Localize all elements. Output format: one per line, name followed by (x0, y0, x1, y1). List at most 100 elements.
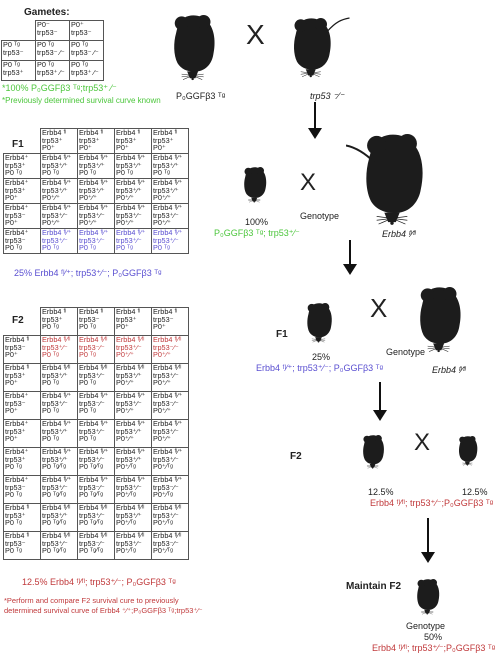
punnett-cell: Erbb4 ᶠˡ⁄ᶠˡ trp53⁺⁄⁻ P0⁺⁄ᵀᵍ (114, 531, 152, 560)
punnett-cell: Erbb4 ᶠˡ trp53⁻ P0 ᵀᵍ (3, 531, 41, 560)
punnett-cell: Erbb4 ᶠˡ⁄⁺ trp53⁺⁄⁺ P0⁺⁄⁺ (114, 178, 152, 204)
down-arrow-icon (343, 240, 357, 275)
gametes-result: *100% P₀GGFβ3 ᵀᵍ;trp53⁺ ⁄⁻ (2, 83, 117, 93)
cross-symbol-1: X (246, 19, 265, 50)
punnett-cell: Erbb4 ᶠˡ trp53⁺ P0⁺ (3, 363, 41, 392)
punnett-cell: Erbb4 ᶠˡ⁄ᶠˡ trp53⁺⁄⁺ P0⁺⁄ᵀᵍ (114, 503, 152, 532)
punnett-cell: Erbb4 ᶠˡ⁄ᶠˡ trp53⁻⁄⁻ P0 ᵀᵍ (77, 335, 115, 364)
punnett-cell: Erbb4 ᶠˡ⁄⁺ trp53⁺⁄⁻ P0⁺⁄⁺ (114, 391, 152, 420)
cross-symbol-4: X (414, 429, 431, 456)
f2-right-mouse-icon (458, 435, 478, 466)
f1-punnett-grid: Erbb4 ᶠˡ trp53⁺ P0⁺Erbb4 ᶠˡ trp53⁺ P0⁺Er… (3, 128, 189, 254)
f1-selected-mouse-icon (307, 302, 333, 343)
f2-left-percent: 12.5% (368, 487, 394, 497)
punnett-cell: Erbb4 ᶠˡ⁄⁺ trp53⁺⁄⁺ P0 ᵀᵍ (151, 153, 189, 179)
punnett-cell: Erbb4 ᶠˡ trp53⁺ P0 ᵀᵍ (3, 503, 41, 532)
gametes-punnett-grid: P0⁻ trp53⁻P0⁺ trp53⁻P0 ᵀᵍ trp53⁻P0 ᵀᵍ tr… (1, 20, 104, 81)
punnett-cell: P0 ᵀᵍ trp53⁺ ⁄⁻ (35, 60, 70, 81)
punnett-cell: P0 ᵀᵍ trp53⁺ (1, 60, 36, 81)
punnett-cell: Erbb4 ᶠˡ⁄⁺ trp53⁺⁄⁺ P0⁺⁄⁺ (114, 419, 152, 448)
punnett-cell: Erbb4 ᶠˡ trp53⁺ P0 ᵀᵍ (40, 307, 78, 336)
punnett-cell: Erbb4 ᶠˡ trp53⁺ P0⁺ (77, 128, 115, 154)
erbb4-flfl-label-1: Erbb4 ᶠˡ⁄ᶠˡ (382, 229, 416, 239)
cross-symbol-3: X (370, 293, 388, 323)
punnett-cell: Erbb4 ᶠˡ⁄⁺ trp53⁺⁄⁻ P0⁺⁄ᵀᵍ (114, 475, 152, 504)
punnett-cell: Erbb4 ᶠˡ⁄⁺ trp53⁺⁄⁻ P0 ᵀᵍ (114, 228, 152, 254)
punnett-cell: Erbb4 ᶠˡ trp53⁺ P0⁺ (40, 128, 78, 154)
punnett-cell: Erbb4 ᶠˡ⁄ᶠˡ trp53⁺⁄⁻ P0 ᵀᵍ⁄ᵀᵍ (77, 503, 115, 532)
punnett-cell: Erbb4 ᶠˡ⁄⁺ trp53⁺⁄⁻ P0 ᵀᵍ (40, 228, 78, 254)
punnett-cell: Erbb4⁺ trp53⁺ P0 ᵀᵍ (3, 153, 41, 179)
punnett-cell: Erbb4 ᶠˡ⁄⁺ trp53⁻⁄⁻ P0 ᵀᵍ (77, 391, 115, 420)
p0-transgenic-mouse-icon (173, 14, 215, 81)
trp53-null-mouse-icon (293, 17, 351, 78)
punnett-cell: Erbb4 ᶠˡ⁄⁺ trp53⁺⁄⁺ P0 ᵀᵍ (77, 153, 115, 179)
punnett-cell: Erbb4 ᶠˡ⁄⁺ trp53⁺⁄⁺ P0 ᵀᵍ (114, 153, 152, 179)
punnett-cell: Erbb4 ᶠˡ⁄⁺ trp53⁺⁄⁻ P0⁺⁄⁺ (77, 203, 115, 229)
erbb4-flfl-mouse-icon-1 (346, 133, 424, 226)
punnett-cell: Erbb4 ᶠˡ trp53⁺ P0⁺ (151, 128, 189, 154)
f2-result: 12.5% Erbb4 ᶠˡ⁄ᶠˡ; trp53⁺⁄⁻; P₀GGFβ3 ᵀᵍ (22, 577, 176, 587)
f1-grid-label: F1 (12, 139, 24, 150)
punnett-row: Erbb4⁺ trp53⁺ P0⁺Erbb4 ᶠˡ⁄⁺ trp53⁺⁄⁺ P0 … (3, 419, 189, 448)
f1b-percent: 25% (312, 352, 331, 362)
punnett-cell: Erbb4 ᶠˡ⁄⁺ trp53⁺⁄⁺ P0 ᵀᵍ (40, 419, 78, 448)
punnett-cell: Erbb4 ᶠˡ⁄ᶠˡ trp53⁺⁄⁺ P0 ᵀᵍ⁄ᵀᵍ (40, 503, 78, 532)
f1-result: 25% Erbb4 ᶠˡ⁄⁺; trp53⁺⁄⁻; P₀GGFβ3 ᵀᵍ (14, 268, 162, 278)
punnett-cell: Erbb4 ᶠˡ⁄ᶠˡ trp53⁺⁄⁻ P0⁺⁄⁺ (114, 335, 152, 364)
punnett-cell: Erbb4 ᶠˡ⁄ᶠˡ trp53⁺⁄⁻ P0 ᵀᵍ (77, 363, 115, 392)
f2-note-line1: *Perform and compare F2 survival cure to… (4, 596, 179, 605)
punnett-cell: Erbb4 ᶠˡ⁄⁺ trp53⁺⁄⁻ P0⁺⁄⁺ (40, 203, 78, 229)
punnett-cell: Erbb4 ᶠˡ⁄ᶠˡ trp53⁺⁄⁻ P0 ᵀᵍ⁄ᵀᵍ (40, 531, 78, 560)
punnett-row: Erbb4⁺ trp53⁺ P0⁺Erbb4 ᶠˡ⁄⁺ trp53⁺⁄⁺ P0⁺… (3, 178, 189, 204)
down-arrow-icon (308, 102, 322, 139)
punnett-cell: Erbb4 ᶠˡ⁄⁺ trp53⁻⁄⁻ P0⁺⁄⁺ (151, 391, 189, 420)
punnett-cell: Erbb4 ᶠˡ trp53⁻ P0⁺ (151, 307, 189, 336)
punnett-row: Erbb4⁺ trp53⁺ P0 ᵀᵍ Erbb4 ᶠˡ⁄⁺ trp53⁺⁄⁺ P… (3, 153, 189, 179)
maintain-f2-label: Maintain F2 (346, 581, 402, 592)
punnett-cell: Erbb4 ᶠˡ⁄⁺ trp53⁺⁄⁻ P0 ᵀᵍ⁄ᵀᵍ (40, 475, 78, 504)
punnett-row: Erbb4⁺ trp53⁻ P0⁺Erbb4 ᶠˡ⁄⁺ trp53⁺⁄⁻ P0⁺… (3, 203, 189, 229)
f2-genotype: Erbb4 ᶠˡ⁄ᶠˡ; trp53⁺⁄⁻;P₀GGFβ3 ᵀᵍ (370, 498, 494, 508)
f2-note-line2: determined survival curve of Erbb4 ⁺⁄⁺;P… (4, 606, 203, 615)
punnett-row: Erbb4⁺ trp53⁻ P0⁺Erbb4 ᶠˡ⁄⁺ trp53⁺⁄⁻ P0 … (3, 391, 189, 420)
down-arrow-icon (421, 518, 435, 563)
punnett-cell: Erbb4 ᶠˡ trp53⁺ P0⁺ (114, 307, 152, 336)
punnett-cell: Erbb4 ᶠˡ⁄⁺ trp53⁺⁄⁺ P0⁺⁄⁺ (151, 178, 189, 204)
punnett-row: Erbb4 ᶠˡ trp53⁺ P0⁺Erbb4 ᶠˡ⁄ᶠˡ trp53⁺⁄⁺ … (3, 363, 189, 392)
f1b-genotype: Erbb4 ᶠˡ⁄⁺; trp53⁺⁄⁻; P₀GGFβ3 ᵀᵍ (256, 363, 383, 373)
final-percent: 50% (424, 632, 443, 642)
punnett-cell: Erbb4 ᶠˡ⁄⁺ trp53⁻⁄⁻ P0 ᵀᵍ⁄ᵀᵍ (77, 475, 115, 504)
punnett-cell: Erbb4⁺ trp53⁺ P0 ᵀᵍ (3, 447, 41, 476)
punnett-cell: Erbb4 ᶠˡ⁄⁺ trp53⁺⁄⁻ P0 ᵀᵍ (151, 228, 189, 254)
punnett-cell: Erbb4 ᶠˡ⁄ᶠˡ trp53⁻⁄⁻ P0 ᵀᵍ⁄ᵀᵍ (77, 531, 115, 560)
punnett-cell (4, 129, 41, 154)
genotype-label-3: Genotype (406, 621, 446, 631)
punnett-cell: Erbb4 ᶠˡ⁄⁺ trp53⁺⁄⁺ P0 ᵀᵍ⁄ᵀᵍ (40, 447, 78, 476)
punnett-cell: Erbb4 ᶠˡ⁄⁺ trp53⁻⁄⁻ P0⁺⁄ᵀᵍ (151, 475, 189, 504)
p-right-genotype: trp53 ⁻⁄⁻ (310, 91, 345, 101)
maintained-f2-mouse-icon (417, 578, 440, 615)
step-f1-label: F1 (276, 329, 288, 340)
punnett-row: P0 ᵀᵍ trp53⁺P0 ᵀᵍ trp53⁺ ⁄⁻P0 ᵀᵍ trp53⁺ … (1, 60, 104, 81)
punnett-cell: Erbb4 ᶠˡ⁄⁺ trp53⁺⁄⁻ P0⁺⁄⁺ (151, 419, 189, 448)
p-left-genotype: P₀GGFβ3 ᵀᵍ (176, 91, 226, 101)
f2-left-mouse-icon (362, 434, 385, 469)
f2-right-percent: 12.5% (462, 487, 488, 497)
punnett-cell: Erbb4 ᶠˡ⁄ᶠˡ trp53⁺⁄⁺ P0 ᵀᵍ (40, 363, 78, 392)
punnett-row: P0⁻ trp53⁻P0⁺ trp53⁻ (2, 20, 104, 41)
punnett-cell: Erbb4 ᶠˡ⁄ᶠˡ trp53⁺⁄⁺ P0⁺⁄⁺ (114, 363, 152, 392)
f1-percent: 100% (245, 217, 269, 227)
genotype-label-2: Genotype (386, 347, 426, 357)
punnett-cell: Erbb4 ᶠˡ⁄⁺ trp53⁺⁄⁺ P0⁺⁄ᵀᵍ (114, 447, 152, 476)
punnett-cell: Erbb4 ᶠˡ⁄ᶠˡ trp53⁺⁄⁻ P0⁺⁄ᵀᵍ (151, 503, 189, 532)
punnett-cell: Erbb4 ᶠˡ trp53⁻ P0 ᵀᵍ (77, 307, 115, 336)
f1-genotype: P₀GGFβ3 ᵀᵍ; trp53⁺⁄⁻ (214, 228, 300, 238)
punnett-cell: Erbb4 ᶠˡ⁄⁺ trp53⁺⁄⁺ P0⁺⁄⁺ (40, 178, 78, 204)
gametes-note: *Previously determined survival curve kn… (2, 96, 161, 105)
